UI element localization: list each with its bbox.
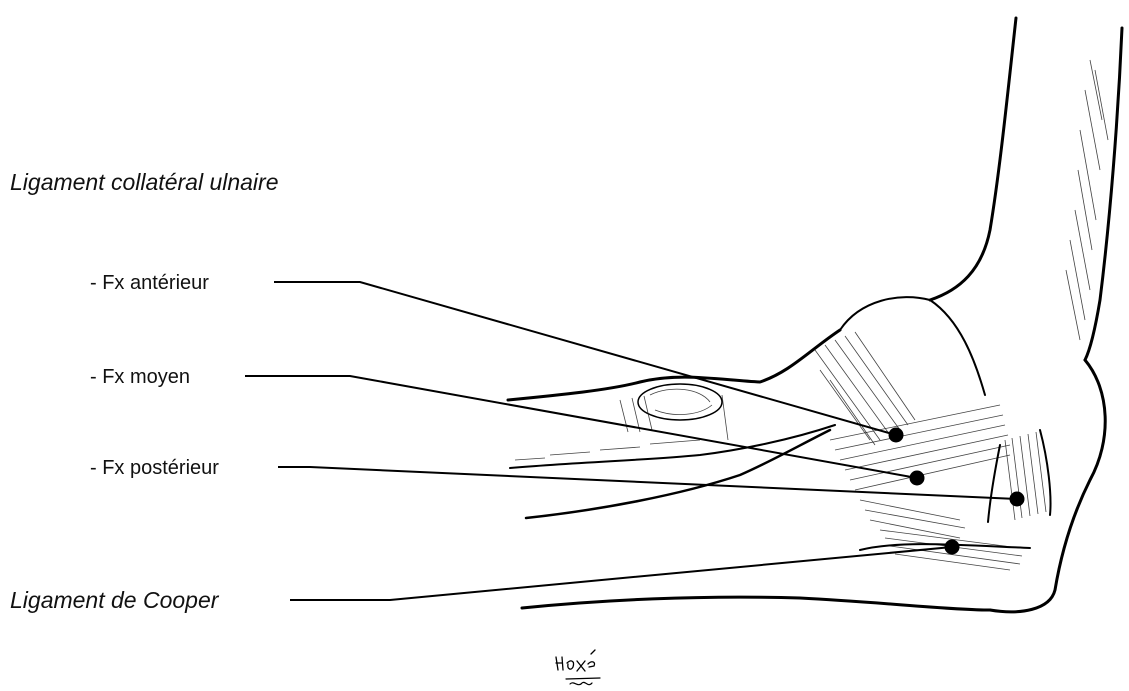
posterior-bundle-label: - Fx postérieur xyxy=(90,457,219,479)
forearm-lower-outline xyxy=(522,597,990,610)
posterior-leader xyxy=(278,467,1017,499)
anterior-bundle-marker xyxy=(889,428,904,443)
middle-bundle-marker xyxy=(910,471,925,486)
forearm-upper-outline xyxy=(508,330,840,400)
humerus-front-outline xyxy=(930,18,1016,300)
leader-lines xyxy=(245,282,1017,600)
anterior-bundle-label: - Fx antérieur xyxy=(90,272,209,294)
forearm-shading xyxy=(515,395,728,460)
cooper-ligament-label: Ligament de Cooper xyxy=(10,587,220,613)
artist-signature xyxy=(556,650,600,685)
cooper-leader xyxy=(290,547,952,600)
ligament-fibers xyxy=(815,332,1046,570)
elbow-illustration xyxy=(508,18,1122,612)
ulna-edge xyxy=(526,430,830,518)
middle-bundle-label: - Fx moyen xyxy=(90,366,190,388)
cooper-ligament-marker xyxy=(945,540,960,555)
radial-head-hatch xyxy=(650,389,712,414)
olecranon-outline xyxy=(990,360,1105,612)
posterior-bundle-marker xyxy=(1010,492,1025,507)
radius-edge xyxy=(510,425,835,468)
ulnar-collateral-ligament-label: Ligament collatéral ulnaire xyxy=(10,169,279,195)
epicondyle-outline xyxy=(840,297,985,395)
humerus-back-outline xyxy=(1085,28,1122,360)
